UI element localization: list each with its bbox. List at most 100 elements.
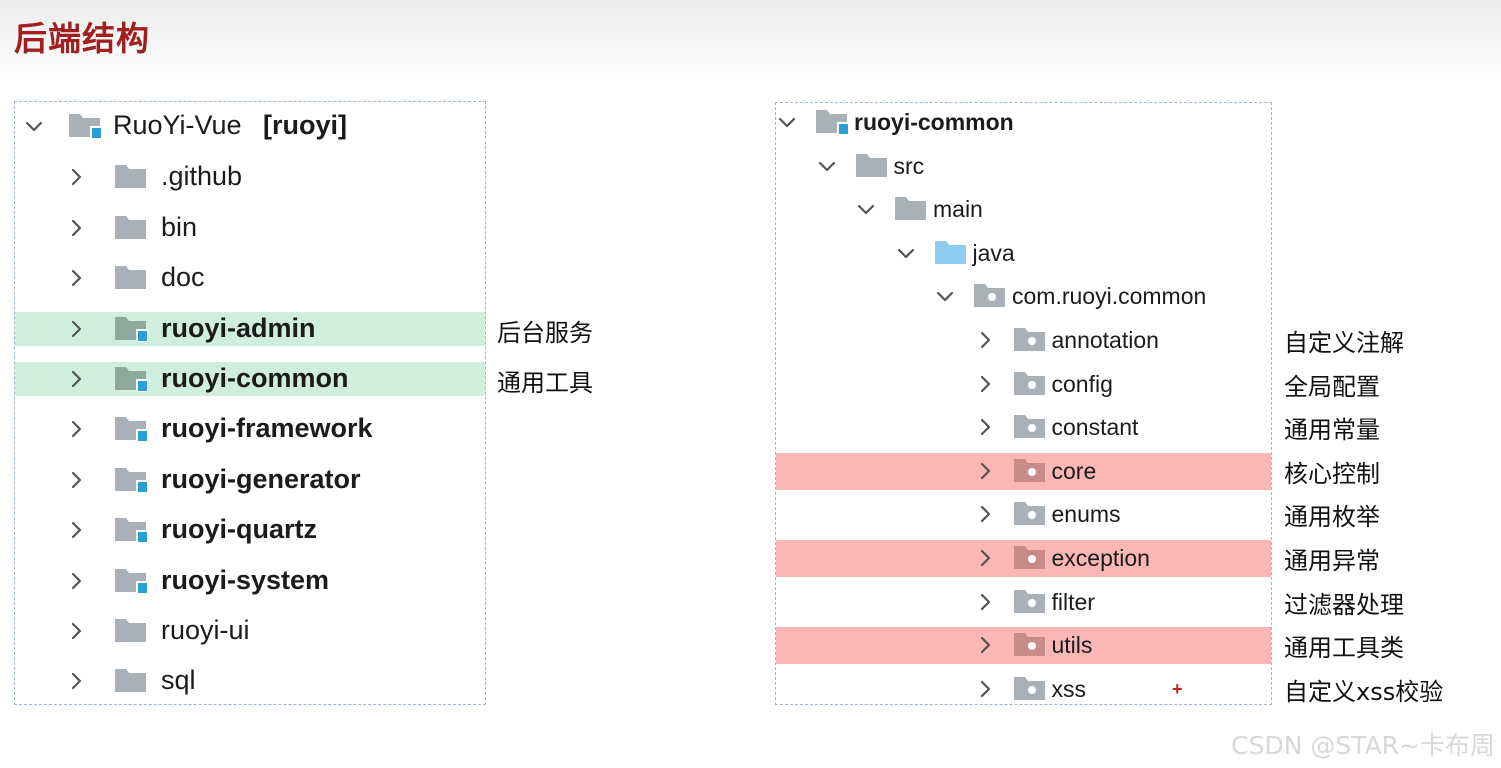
tree-item-label: ruoyi-framework <box>161 413 373 444</box>
tree-item-ruoyi-admin[interactable]: ruoyi-admin <box>15 311 485 346</box>
plus-marker: + <box>1172 678 1183 699</box>
package-icon <box>1012 368 1048 398</box>
tree-item-main[interactable]: main <box>776 191 1271 228</box>
chevron-right-icon[interactable] <box>65 469 87 491</box>
chevron-right-icon[interactable] <box>974 591 996 613</box>
module-folder-icon <box>67 110 103 140</box>
tree-item-filter[interactable]: filter <box>776 584 1271 621</box>
folder-icon <box>113 161 149 191</box>
tree-item-java[interactable]: java <box>776 235 1271 272</box>
tree-item-label: exception <box>1051 545 1150 571</box>
module-folder-icon <box>113 363 149 393</box>
root-name: RuoYi-Vue <box>113 110 242 140</box>
folder-icon <box>113 212 149 242</box>
tree-item-bin[interactable]: bin <box>15 211 485 245</box>
chevron-down-icon[interactable] <box>776 111 798 133</box>
tree-item-doc[interactable]: doc <box>15 261 485 295</box>
chevron-right-icon[interactable] <box>65 570 87 592</box>
package-icon <box>1012 586 1048 616</box>
tree-item-src[interactable]: src <box>776 148 1271 185</box>
annotation-label: 核心控制 <box>1284 459 1380 488</box>
annotation-label: 通用工具 <box>497 369 593 397</box>
tree-item-ruoyi-common[interactable]: ruoyi-common <box>776 104 1271 141</box>
annotation-label: 后台服务 <box>497 318 593 347</box>
chevron-right-icon[interactable] <box>974 416 996 438</box>
chevron-right-icon[interactable] <box>974 460 996 482</box>
chevron-down-icon[interactable] <box>855 198 877 220</box>
module-folder-icon <box>113 514 149 544</box>
chevron-right-icon[interactable] <box>65 166 87 188</box>
chevron-right-icon[interactable] <box>65 418 87 440</box>
package-icon <box>1012 542 1048 572</box>
tree-item-label: filter <box>1051 588 1095 615</box>
page-title: 后端结构 <box>14 19 150 58</box>
package-icon <box>972 280 1008 310</box>
chevron-right-icon[interactable] <box>65 267 87 289</box>
tree-item-label: ruoyi-ui <box>161 615 250 645</box>
tree-item-label: ruoyi-common <box>854 109 1014 135</box>
tree-item-github[interactable]: .github <box>15 160 485 194</box>
tree-item-enums[interactable]: enums <box>776 496 1271 533</box>
chevron-down-icon[interactable] <box>895 242 917 264</box>
tree-item-xss[interactable]: xss + <box>776 671 1271 708</box>
module-folder-icon <box>814 106 850 136</box>
tree-item-label: enums <box>1051 501 1121 528</box>
chevron-right-icon[interactable] <box>974 373 996 395</box>
chevron-right-icon[interactable] <box>974 329 996 351</box>
tree-item-ruoyi-common[interactable]: ruoyi-common <box>15 362 485 396</box>
tree-root-row[interactable]: RuoYi-Vue [ruoyi] <box>15 102 485 152</box>
chevron-right-icon[interactable] <box>974 634 996 656</box>
package-icon <box>1012 673 1048 703</box>
package-icon <box>1012 455 1048 485</box>
left-project-tree: RuoYi-Vue [ruoyi] .github bin doc ruoyi-admin… <box>14 101 486 705</box>
tree-item-ruoyi-system[interactable]: ruoyi-system <box>15 564 485 598</box>
chevron-right-icon[interactable] <box>974 547 996 569</box>
tree-item-label: utils <box>1051 632 1093 659</box>
tree-item-ruoyi-quartz[interactable]: ruoyi-quartz <box>15 513 485 547</box>
tree-item-core[interactable]: core <box>776 452 1271 490</box>
tree-item-ruoyi-ui[interactable]: ruoyi-ui <box>15 614 485 648</box>
root-suffix: [ruoyi] <box>263 110 347 140</box>
tree-item-exception[interactable]: exception <box>776 540 1271 577</box>
tree-item-label: .github <box>161 161 243 192</box>
tree-item-label: annotation <box>1051 327 1159 353</box>
module-folder-icon <box>113 313 149 343</box>
chevron-right-icon[interactable] <box>974 678 996 700</box>
tree-item-config[interactable]: config <box>776 366 1271 403</box>
chevron-right-icon[interactable] <box>65 368 87 390</box>
tree-item-label: xss <box>1051 675 1087 702</box>
tree-item-com-ruoyi-common[interactable]: com.ruoyi.common <box>776 278 1271 315</box>
module-folder-icon <box>113 413 149 443</box>
package-icon <box>1012 324 1048 354</box>
annotation-label: 通用工具类 <box>1284 634 1404 663</box>
watermark: CSDN @STAR~卡布周 <box>1231 731 1495 760</box>
tree-item-label: src <box>893 152 925 179</box>
tree-item-label: com.ruoyi.common <box>1012 283 1207 310</box>
tree-item-label: ruoyi-generator <box>161 463 361 494</box>
package-icon <box>1012 498 1048 528</box>
chevron-right-icon[interactable] <box>65 620 87 642</box>
chevron-down-icon[interactable] <box>23 115 45 137</box>
chevron-down-icon[interactable] <box>816 155 838 177</box>
folder-icon <box>893 193 929 223</box>
tree-item-label: main <box>933 196 983 223</box>
tree-item-annotation[interactable]: annotation <box>776 322 1271 359</box>
tree-item-ruoyi-framework[interactable]: ruoyi-framework <box>15 412 485 446</box>
chevron-right-icon[interactable] <box>974 503 996 525</box>
annotation-label: 全局配置 <box>1284 372 1380 401</box>
tree-item-sql[interactable]: sql <box>15 664 485 698</box>
chevron-right-icon[interactable] <box>65 670 87 692</box>
chevron-down-icon[interactable] <box>934 285 956 307</box>
tree-item-label: bin <box>161 211 198 242</box>
chevron-right-icon[interactable] <box>65 318 87 340</box>
package-icon <box>1012 411 1048 441</box>
tree-item-utils[interactable]: utils <box>776 627 1271 665</box>
source-folder-icon <box>933 237 969 267</box>
tree-item-ruoyi-generator[interactable]: ruoyi-generator <box>15 463 485 497</box>
chevron-right-icon[interactable] <box>65 519 87 541</box>
tree-item-constant[interactable]: constant <box>776 409 1271 446</box>
folder-icon <box>854 150 890 180</box>
tree-item-label: ruoyi-admin <box>161 312 316 343</box>
chevron-right-icon[interactable] <box>65 217 87 239</box>
